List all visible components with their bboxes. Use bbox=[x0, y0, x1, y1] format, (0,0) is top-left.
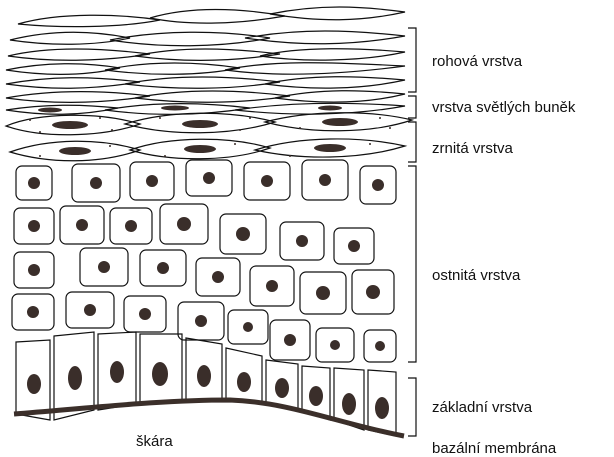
label-stratum-lucidum: vrstva světlých buněk bbox=[432, 99, 576, 116]
bracket-stratum-lucidum bbox=[408, 96, 416, 118]
bracket-stratum-granulosum bbox=[408, 122, 416, 162]
stratum-spinosum-cells bbox=[12, 160, 396, 362]
label-stratum-granulosum: zrnitá vrstva bbox=[432, 140, 514, 157]
bracket-stratum-basale bbox=[408, 378, 416, 436]
label-stratum-spinosum: ostnitá vrstva bbox=[432, 267, 521, 284]
label-dermis: škára bbox=[136, 433, 173, 450]
stratum-lucidum-cells bbox=[6, 91, 405, 115]
stratum-corneum-cells bbox=[6, 7, 405, 88]
bracket-stratum-spinosum bbox=[408, 166, 416, 362]
label-stratum-corneum: rohová vrstva bbox=[432, 53, 523, 70]
label-basement-membrane: bazální membrána bbox=[432, 440, 557, 457]
label-stratum-basale: základní vrstva bbox=[432, 399, 533, 416]
stratum-granulosum-cells bbox=[6, 113, 412, 161]
illustration bbox=[6, 7, 412, 436]
layer-brackets bbox=[408, 28, 416, 436]
bracket-stratum-corneum bbox=[408, 28, 416, 92]
